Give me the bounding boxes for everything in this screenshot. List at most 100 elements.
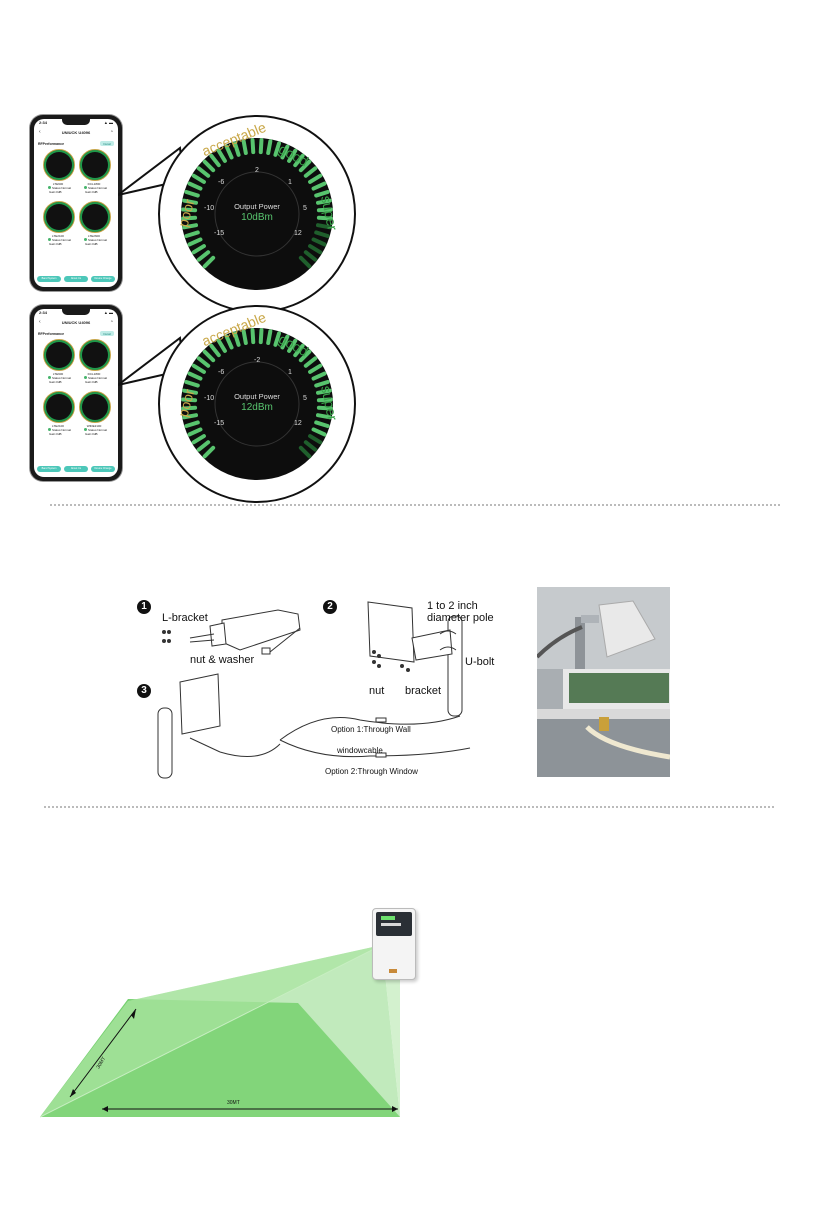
gauge-tick-segment [181,397,198,403]
gauge-tick-segment [315,388,332,395]
tick-label: -10 [204,395,215,402]
band-name: LTE2600 [88,234,100,238]
gauge-tick-segment [287,338,298,353]
gauge-tick-segment [187,371,203,381]
phone-notch [62,119,90,125]
gauge-tick-segment [191,244,206,255]
gauge-tick-segment [308,173,323,184]
band-gain: Gain:0dB [49,242,62,246]
band-name: LTE900 [52,372,64,376]
band-system-button[interactable]: Band System [37,276,61,282]
gauge-tick-segment [241,329,248,346]
booster-indicator-strip [381,916,395,920]
band-gain: Gain:0dB [49,432,62,436]
gauge-tick-segment [316,215,333,221]
gauge-tick-segment [202,255,216,269]
tick-label: 5 [303,395,307,402]
gauge-tick-segment [196,166,211,178]
gauge-tick-segment [250,138,256,155]
gauge-tick-segment [315,413,332,420]
gauge-tick-segment [202,445,216,459]
back-icon[interactable]: ‹ [39,129,41,135]
gauge-tick-segment [232,141,241,157]
gauge-tick-segment [196,356,211,368]
band-system-button[interactable]: Band System [37,466,61,472]
mini-gauge[interactable] [79,149,111,181]
section-divider [50,504,780,506]
bell-icon[interactable]: ◔ [109,319,113,325]
gauge-tick-segment [202,349,216,363]
coverage-area-illustration [40,944,400,1118]
device-change-button[interactable]: Device Change [91,466,115,472]
gauge-tick-segment [191,363,206,374]
tick-label: -15 [214,230,225,237]
output-power-value: 12dBm [241,402,273,413]
detail-button[interactable]: Detail [100,141,114,146]
gauge-tick-segment [315,223,332,230]
booster-indicator-strip [381,923,401,926]
mini-gauge[interactable] [43,149,75,181]
gauge-tick-segment [316,207,333,213]
signal-booster-device [372,908,416,980]
tick-label: -15 [214,420,225,427]
about-us-button[interactable]: About Us [64,466,88,472]
gauge-tick-segment [298,159,312,173]
gauge-tick-segment [216,148,227,163]
device-change-button[interactable]: Device Change [91,276,115,282]
label-pole: 1 to 2 inch [427,600,478,612]
about-us-button[interactable]: About Us [64,276,88,282]
step-number-1: 1 [137,600,151,614]
band-gain: Gain:0dB [49,380,62,384]
label-l-bracket: L-bracket [162,612,208,624]
gauge-tick-segment [196,250,211,262]
phone-screen: 2:34 ▲ ▬ ‹ UNIUCK U4096 ◔ RFPerformance … [34,309,118,477]
gauge-tick-segment [184,420,200,429]
band-name: DCL1800 [87,182,101,186]
gauge-tick-segment [191,434,206,445]
gauge-tick-segment [266,139,273,156]
band-name: LTE900 [52,182,64,186]
output-power-gauge-top: acceptable good poor super 2 -6 1 -10 5 … [158,115,356,313]
booster-port [389,969,397,973]
gauge-tick-segment [216,338,227,353]
mini-gauge[interactable] [79,391,111,423]
status-time: 2:34 [39,310,48,315]
window-cable-photo [537,669,670,777]
gauge-tick-segment [187,237,203,247]
tick-label: -10 [204,205,215,212]
gauge-tick-segment [258,138,264,155]
gauge-tick-segment [187,181,203,191]
gauge-tick-segment [315,198,332,205]
band-status: Status:Normal [84,186,118,190]
detail-button[interactable]: Detail [100,331,114,336]
mini-gauge[interactable] [43,391,75,423]
phone-screen: 2:34 ▲ ▬ ‹ UNIUCK U4096 ◔ RFPerformance … [34,119,118,287]
gauge-tick-segment [224,144,234,160]
tick-label: 2 [255,167,259,174]
output-power-title: Output Power [234,392,280,401]
gauge-tick-segment [209,153,221,168]
band-gain: Gain:0dB [85,242,98,246]
back-icon[interactable]: ‹ [39,319,41,325]
mini-gauge[interactable] [43,201,75,233]
gauge-tick-segment [266,329,273,346]
gauge-tick-segment [314,189,330,198]
gauge-tick-segment [311,371,327,381]
label-bracket: bracket [405,685,442,697]
section-label: RFPerformance [38,142,65,146]
gauge-tick-segment [182,198,199,205]
gauge-tick-segment [303,356,318,368]
gauge-tick-segment [303,166,318,178]
gauge-tick-segment [298,349,312,363]
gauge-dial [181,138,333,290]
gauge-tick-segment [287,148,298,163]
section-divider [44,806,774,808]
bell-icon[interactable]: ◔ [109,129,113,135]
phone-notch [62,309,90,315]
app-title: UNIUCK U4096 [61,130,91,135]
band-status: Status:Normal [48,238,82,242]
label-option1: Option 1:Through Wall [331,725,411,734]
mini-gauge[interactable] [43,339,75,371]
mini-gauge[interactable] [79,201,111,233]
mini-gauge[interactable] [79,339,111,371]
